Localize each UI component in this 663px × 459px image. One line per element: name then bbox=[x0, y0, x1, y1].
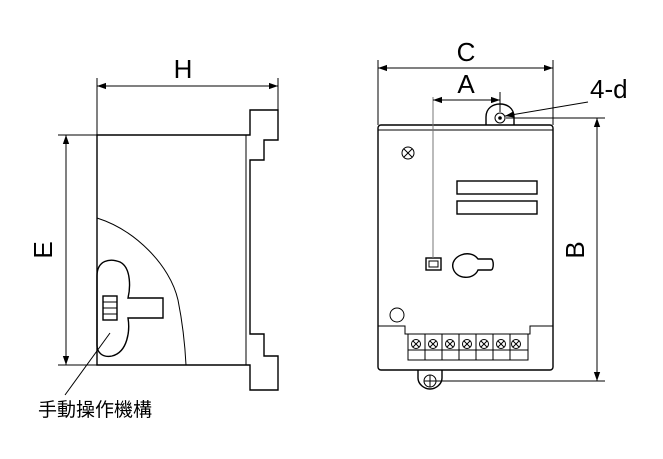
terminal-screw-icon bbox=[462, 339, 472, 349]
hole-leader-line bbox=[504, 101, 589, 118]
terminal-screw-icon bbox=[445, 339, 455, 349]
h-dimension-label: H bbox=[174, 54, 193, 84]
front-screw-icon bbox=[401, 146, 415, 160]
side-view: H E 手動操作機構 bbox=[28, 54, 279, 421]
side-front-curve bbox=[96, 217, 187, 366]
terminal-area-outline bbox=[378, 325, 553, 335]
nameplate-slot-upper bbox=[456, 180, 538, 195]
c-dimension-label: C bbox=[457, 37, 476, 67]
side-view-body-outline bbox=[96, 109, 279, 391]
nameplate-slot-lower bbox=[456, 200, 538, 215]
terminal-screws bbox=[411, 339, 521, 349]
mounting-hole-top-icon bbox=[494, 112, 506, 124]
terminal-screw-icon bbox=[511, 339, 521, 349]
keyhole-icon bbox=[452, 253, 494, 278]
front-view-body-outline bbox=[377, 124, 554, 371]
bottom-mounting-tab bbox=[417, 370, 443, 390]
indicator-lamp-icon bbox=[425, 257, 442, 271]
manual-operation-housing bbox=[96, 259, 164, 358]
terminal-screw-icon bbox=[479, 339, 489, 349]
front-view: C A 4-d B bbox=[377, 37, 628, 390]
hole-spec-label: 4-d bbox=[590, 74, 628, 104]
terminal-screw-icon bbox=[411, 339, 421, 349]
e-dimension-label: E bbox=[28, 241, 58, 258]
b-dimension-label: B bbox=[560, 241, 590, 258]
ground-mark-icon bbox=[389, 307, 405, 323]
terminal-block bbox=[407, 334, 529, 361]
manual-leader-line bbox=[64, 332, 111, 396]
terminal-screw-icon bbox=[496, 339, 506, 349]
manual-operation-caption: 手動操作機構 bbox=[38, 399, 152, 421]
a-dimension-label: A bbox=[457, 69, 475, 99]
terminal-screw-icon bbox=[428, 339, 438, 349]
